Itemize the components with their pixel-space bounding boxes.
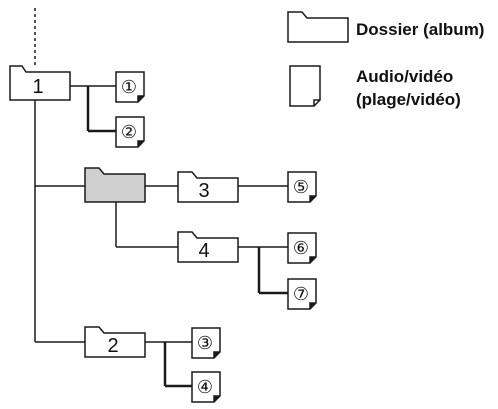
track-file-t4: ④ <box>191 371 221 403</box>
folder-4: 4 <box>177 231 239 263</box>
track-label-t6: ⑥ <box>293 238 309 259</box>
legend-folder-icon <box>287 11 349 43</box>
track-label-t5: ⑤ <box>293 177 309 198</box>
legend-file-label-line2: (plage/vidéo) <box>356 90 461 109</box>
folder-3-label: 3 <box>198 180 209 202</box>
track-file-t5: ⑤ <box>287 171 317 203</box>
track-file-t2: ② <box>115 116 145 148</box>
track-label-t1: ① <box>121 77 137 98</box>
track-file-t1: ① <box>115 71 145 103</box>
folder-4-label: 4 <box>198 240 209 262</box>
track-label-t2: ② <box>121 122 137 143</box>
track-file-t3: ③ <box>191 327 221 359</box>
folder-1: 1 <box>9 65 71 101</box>
legend-file-icon <box>289 65 321 107</box>
folder-1-label: 1 <box>32 76 43 98</box>
legend-folder-label: Dossier (album) <box>356 20 485 39</box>
folder-3: 3 <box>177 171 239 203</box>
track-label-t7: ⑦ <box>293 284 309 305</box>
track-file-t6: ⑥ <box>287 232 317 264</box>
track-file-t7: ⑦ <box>287 278 317 310</box>
folder-2: 2 <box>84 326 146 358</box>
folder-selected <box>84 167 146 203</box>
legend-file-label-line1: Audio/vidéo <box>356 67 454 86</box>
folder-2-label: 2 <box>107 335 118 357</box>
track-label-t3: ③ <box>197 333 213 354</box>
track-label-t4: ④ <box>197 377 213 398</box>
